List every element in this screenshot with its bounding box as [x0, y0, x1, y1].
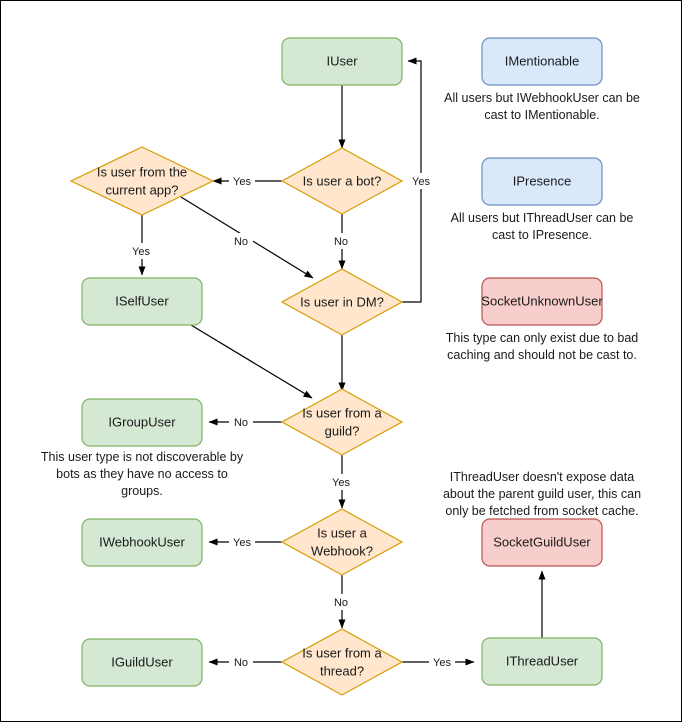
edge-webhook-yes-to-iwebhookuser: Yes	[208, 534, 282, 550]
note-ipresence-line2: cast to IPresence.	[492, 228, 592, 242]
edge-current-app-yes-to-iselfuser: Yes	[129, 214, 155, 276]
edge-label-webhook-no: No	[334, 597, 348, 609]
edge-webhook-no-to-thread: No	[329, 575, 353, 629]
note-socketunknownuser-line2: caching and should not be cast to.	[447, 348, 637, 362]
edge-label-bot-no: No	[334, 236, 348, 248]
edge-guild-yes-to-webhook: Yes	[329, 455, 355, 509]
node-is-user-from-current-app-label-line1: Is user from the	[97, 164, 187, 179]
node-is-user-from-a-thread[interactable]: Is user from a thread?	[280, 628, 404, 696]
note-igroupuser-line1: This user type is not discoverable by	[41, 450, 244, 464]
node-iselfuser[interactable]: ISelfUser	[81, 277, 203, 326]
node-ipresence[interactable]: IPresence	[481, 157, 603, 206]
node-igroupuser[interactable]: IGroupUser	[81, 398, 203, 447]
node-socketunknownuser[interactable]: SocketUnknownUser	[481, 277, 603, 326]
edge-guild-no-to-igroupuser: No	[208, 414, 282, 430]
note-socketguilduser-line1: IThreadUser doesn't expose data	[450, 470, 634, 484]
note-socketunknownuser-line1: This type can only exist due to bad	[446, 331, 639, 345]
node-iuser[interactable]: IUser	[281, 37, 403, 86]
node-is-user-a-bot[interactable]: Is user a bot?	[280, 147, 404, 215]
node-iwebhookuser-label: IWebhookUser	[99, 534, 185, 549]
edge-thread-no-to-iguilduser: No	[208, 654, 282, 670]
node-socketunknownuser-label: SocketUnknownUser	[481, 293, 603, 308]
edge-label-guild-no: No	[234, 417, 248, 429]
node-ithreaduser[interactable]: IThreadUser	[481, 637, 603, 686]
note-ipresence: All users but IThreadUser can be cast to…	[451, 211, 634, 242]
node-iselfuser-label: ISelfUser	[115, 293, 169, 308]
edge-thread-yes-to-ithreaduser: Yes	[402, 654, 475, 670]
note-socketguilduser: IThreadUser doesn't expose data about th…	[443, 470, 641, 518]
note-socketunknownuser: This type can only exist due to bad cach…	[446, 331, 639, 362]
node-is-user-in-dm[interactable]: Is user in DM?	[280, 268, 404, 336]
note-socketguilduser-line3: only be fetched from socket cache.	[445, 504, 638, 518]
edge-dm-yes-to-iuser: Yes	[402, 57, 434, 303]
node-is-user-from-a-thread-label-line2: thread?	[320, 663, 364, 678]
edge-label-thread-yes: Yes	[433, 657, 451, 669]
note-ipresence-line1: All users but IThreadUser can be	[451, 211, 634, 225]
node-is-user-from-a-guild-label-line2: guild?	[325, 423, 360, 438]
node-imentionable[interactable]: IMentionable	[481, 37, 603, 86]
node-ipresence-label: IPresence	[513, 173, 572, 188]
edges-layer: Is user from the current app? --> Yes Is…	[129, 57, 546, 670]
node-is-user-a-webhook[interactable]: Is user a Webhook?	[280, 508, 404, 576]
edge-iselfuser-to-guild	[180, 318, 313, 399]
node-is-user-from-current-app[interactable]: Is user from the current app?	[69, 146, 215, 216]
note-imentionable-line2: cast to IMentionable.	[484, 108, 599, 122]
node-imentionable-label: IMentionable	[505, 53, 579, 68]
edge-label-dm-yes: Yes	[412, 176, 430, 188]
node-ithreaduser-label: IThreadUser	[506, 653, 579, 668]
note-igroupuser-line3: groups.	[121, 484, 163, 498]
node-is-user-from-current-app-label-line2: current app?	[106, 182, 179, 197]
edge-label-current-app-no: No	[234, 236, 248, 248]
edge-current-app-no-to-dm: No	[180, 196, 314, 279]
note-igroupuser-line2: bots as they have no access to	[56, 467, 228, 481]
node-is-user-from-a-guild-label-line1: Is user from a	[302, 405, 382, 420]
edge-label-thread-no: No	[234, 657, 248, 669]
edge-label-bot-yes: Yes	[233, 176, 251, 188]
node-is-user-a-bot-label: Is user a bot?	[303, 173, 382, 188]
node-socketguilduser[interactable]: SocketGuildUser	[481, 518, 603, 567]
node-socketguilduser-label: SocketGuildUser	[493, 534, 591, 549]
node-is-user-from-a-guild[interactable]: Is user from a guild?	[280, 388, 404, 456]
edge-bot-yes-to-current-app: Yes	[212, 173, 282, 189]
node-is-user-from-a-thread-label-line1: Is user from a	[302, 645, 382, 660]
edge-label-guild-yes: Yes	[332, 477, 350, 489]
node-is-user-in-dm-label: Is user in DM?	[300, 294, 384, 309]
edge-label-webhook-yes: Yes	[233, 537, 251, 549]
note-socketguilduser-line2: about the parent guild user, this can	[443, 487, 641, 501]
note-igroupuser: This user type is not discoverable by bo…	[41, 450, 244, 498]
node-iguilduser[interactable]: IGuildUser	[81, 638, 203, 687]
edge-label-current-app-yes: Yes	[132, 246, 150, 258]
node-iguilduser-label: IGuildUser	[111, 654, 173, 669]
node-iwebhookuser[interactable]: IWebhookUser	[81, 518, 203, 567]
node-iuser-label: IUser	[326, 53, 358, 68]
node-is-user-a-webhook-label-line2: Webhook?	[311, 543, 373, 558]
node-is-user-a-webhook-label-line1: Is user a	[317, 525, 368, 540]
note-imentionable: All users but IWebhookUser can be cast t…	[444, 91, 640, 122]
node-igroupuser-label: IGroupUser	[108, 414, 176, 429]
note-imentionable-line1: All users but IWebhookUser can be	[444, 91, 640, 105]
edge-bot-no-to-dm: No	[329, 214, 353, 270]
